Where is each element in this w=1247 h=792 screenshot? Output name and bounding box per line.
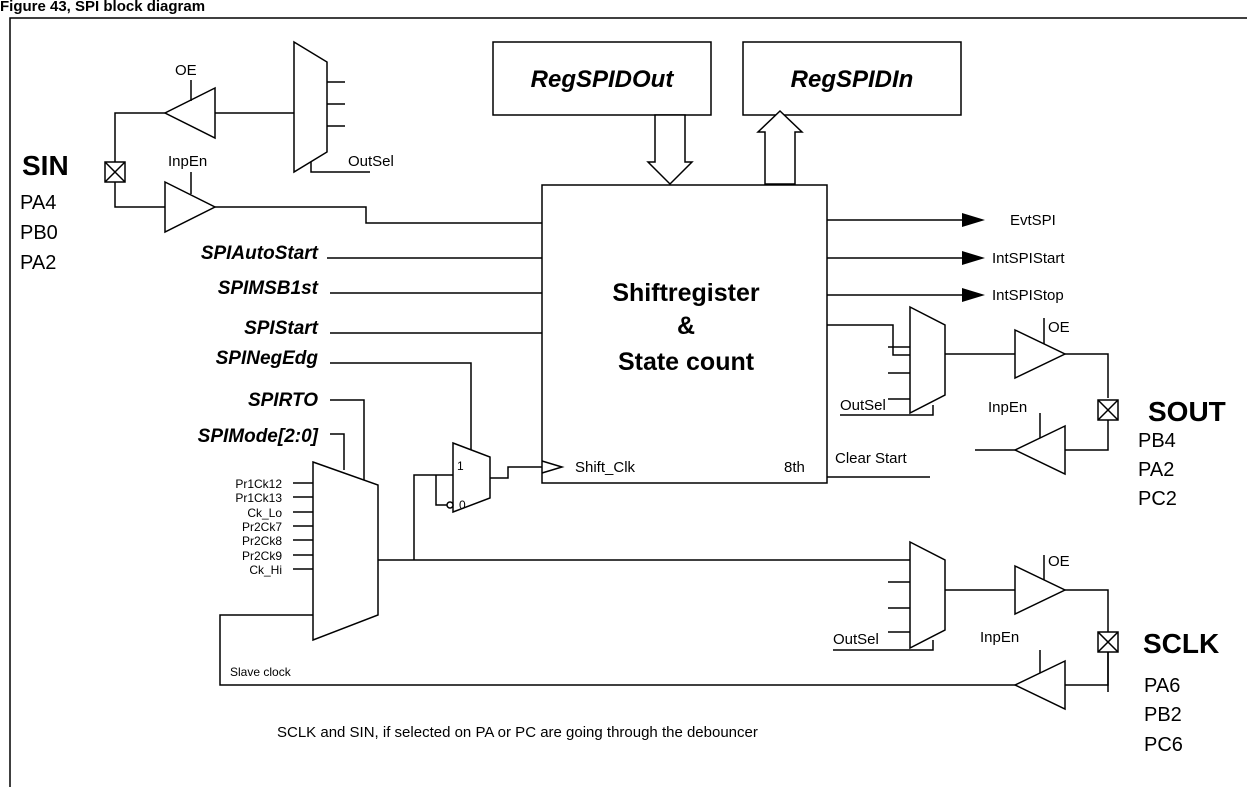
- edge-mux-to-core: [490, 466, 542, 479]
- invert-bubble: [446, 501, 454, 509]
- sin-pad-wires: [114, 112, 165, 208]
- sclk-pad-to-input: [1065, 652, 1109, 686]
- input-start: SPIStart: [244, 318, 319, 339]
- intstart-arrow: [962, 251, 985, 265]
- din-bus-arrow: [756, 109, 804, 185]
- rto-wire: [330, 399, 365, 480]
- intstop-arrow: [962, 288, 985, 302]
- pin-sin-port-1: PA4: [20, 192, 56, 214]
- sout-oe-label: OE: [1048, 319, 1070, 336]
- sout-data-wire: [827, 324, 910, 356]
- input-autostart: SPIAutoStart: [201, 243, 319, 264]
- negedg-wire: [330, 362, 472, 452]
- sclk-output-mux: [909, 540, 946, 650]
- pin-sin-port-2: PB0: [20, 222, 58, 244]
- sclk-mux-inputs: [888, 581, 910, 633]
- clock-source-wires: [293, 482, 313, 570]
- sin-outsel-label: OutSel: [348, 153, 394, 170]
- pin-sout-pad: [1097, 399, 1119, 421]
- figure-frame: [9, 17, 1247, 787]
- sout-to-pad: [1065, 353, 1109, 398]
- input-rto: SPIRTO: [248, 390, 318, 411]
- sclk-outsel-label: OutSel: [833, 631, 879, 648]
- debouncer-note: SCLK and SIN, if selected on PA or PC ar…: [277, 724, 758, 741]
- sout-inpen-label: InpEn: [988, 399, 1027, 416]
- evt-arrow: [962, 213, 985, 227]
- sin-to-core-wire: [215, 206, 542, 224]
- input-msb1st: SPIMSB1st: [218, 278, 319, 299]
- sout-mux-inputs: [888, 346, 910, 400]
- clk-src-3: Ck_Lo: [247, 506, 282, 520]
- core-line2: &: [677, 312, 695, 340]
- clk-src-5: Pr2Ck8: [242, 534, 282, 548]
- sout-output-buffer: [1014, 328, 1067, 380]
- sin-output-buffer: [163, 86, 216, 140]
- input-negedg: SPINegEdg: [216, 348, 319, 369]
- edge-mux-label-0: 0: [459, 498, 466, 512]
- shift-register-block: [541, 184, 828, 484]
- figure-title: Figure 43, SPI block diagram: [0, 0, 205, 15]
- pin-sout-port-3: PC2: [1138, 488, 1177, 510]
- dout-bus-arrow: [646, 114, 694, 186]
- mode-wire: [330, 433, 345, 470]
- clock-distribution-wires: [378, 474, 910, 561]
- sclk-outsel-line: [833, 640, 934, 651]
- sout-outsel-line: [840, 405, 934, 416]
- clear-start-label: Clear Start: [835, 450, 908, 467]
- pin-sclk-pad: [1097, 631, 1119, 653]
- reg-spi-dout-box: [492, 41, 712, 116]
- clk-src-7: Ck_Hi: [249, 563, 282, 577]
- sin-oe-label: OE: [175, 62, 197, 79]
- sout-pad-to-input: [1065, 420, 1109, 451]
- edge-mux-label-1: 1: [457, 459, 464, 473]
- output-intstop: IntSPIStop: [992, 287, 1064, 304]
- sin-output-mux: [293, 40, 328, 174]
- clock-source-mux: [312, 460, 379, 642]
- sin-input-buffer: [164, 180, 217, 234]
- core-line3: State count: [618, 348, 755, 376]
- slave-clock-label: Slave clock: [230, 665, 292, 679]
- clock-input-marker: [541, 460, 565, 474]
- output-evt: EvtSPI: [1010, 212, 1056, 229]
- slave-clock-wire: [219, 614, 1015, 686]
- sin-inpen-label: InpEn: [168, 153, 207, 170]
- eighth-label: 8th: [784, 459, 805, 476]
- reg-spi-dout-label: RegSPIDOut: [531, 66, 675, 93]
- pin-sout-name: SOUT: [1148, 396, 1226, 427]
- reg-spi-din-label: RegSPIDIn: [791, 66, 914, 93]
- input-mode: SPIMode[2:0]: [198, 426, 319, 447]
- pin-sin-port-3: PA2: [20, 252, 56, 274]
- clk-src-4: Pr2Ck7: [242, 520, 282, 534]
- output-intstart: IntSPIStart: [992, 250, 1065, 267]
- clk-src-6: Pr2Ck9: [242, 549, 282, 563]
- core-line1: Shiftregister: [612, 279, 760, 307]
- pin-sout-port-2: PA2: [1138, 459, 1174, 481]
- pin-sin-pad: [104, 161, 126, 183]
- pin-sin-name: SIN: [22, 150, 69, 181]
- shift-clk-label: Shift_Clk: [575, 459, 636, 476]
- edge-select-mux: [452, 441, 491, 514]
- pin-sout-port-1: PB4: [1138, 430, 1176, 452]
- sin-outsel-line: [310, 162, 370, 173]
- sclk-oe-label: OE: [1048, 553, 1070, 570]
- sclk-output-buffer: [1014, 564, 1067, 616]
- pin-sclk-port-2: PB2: [1144, 704, 1182, 726]
- pin-sclk-port-3: PC6: [1144, 734, 1183, 756]
- clk-src-2: Pr1Ck13: [235, 491, 282, 505]
- clk-src-1: Pr1Ck12: [235, 477, 282, 491]
- pin-sclk-name: SCLK: [1143, 628, 1219, 659]
- pin-sclk-port-1: PA6: [1144, 675, 1180, 697]
- sout-outsel-label: OutSel: [840, 397, 886, 414]
- sin-mux-inputs: [327, 81, 345, 127]
- sclk-inpen-label: InpEn: [980, 629, 1019, 646]
- sout-output-mux: [909, 305, 946, 415]
- reg-spi-din-box: [742, 41, 962, 116]
